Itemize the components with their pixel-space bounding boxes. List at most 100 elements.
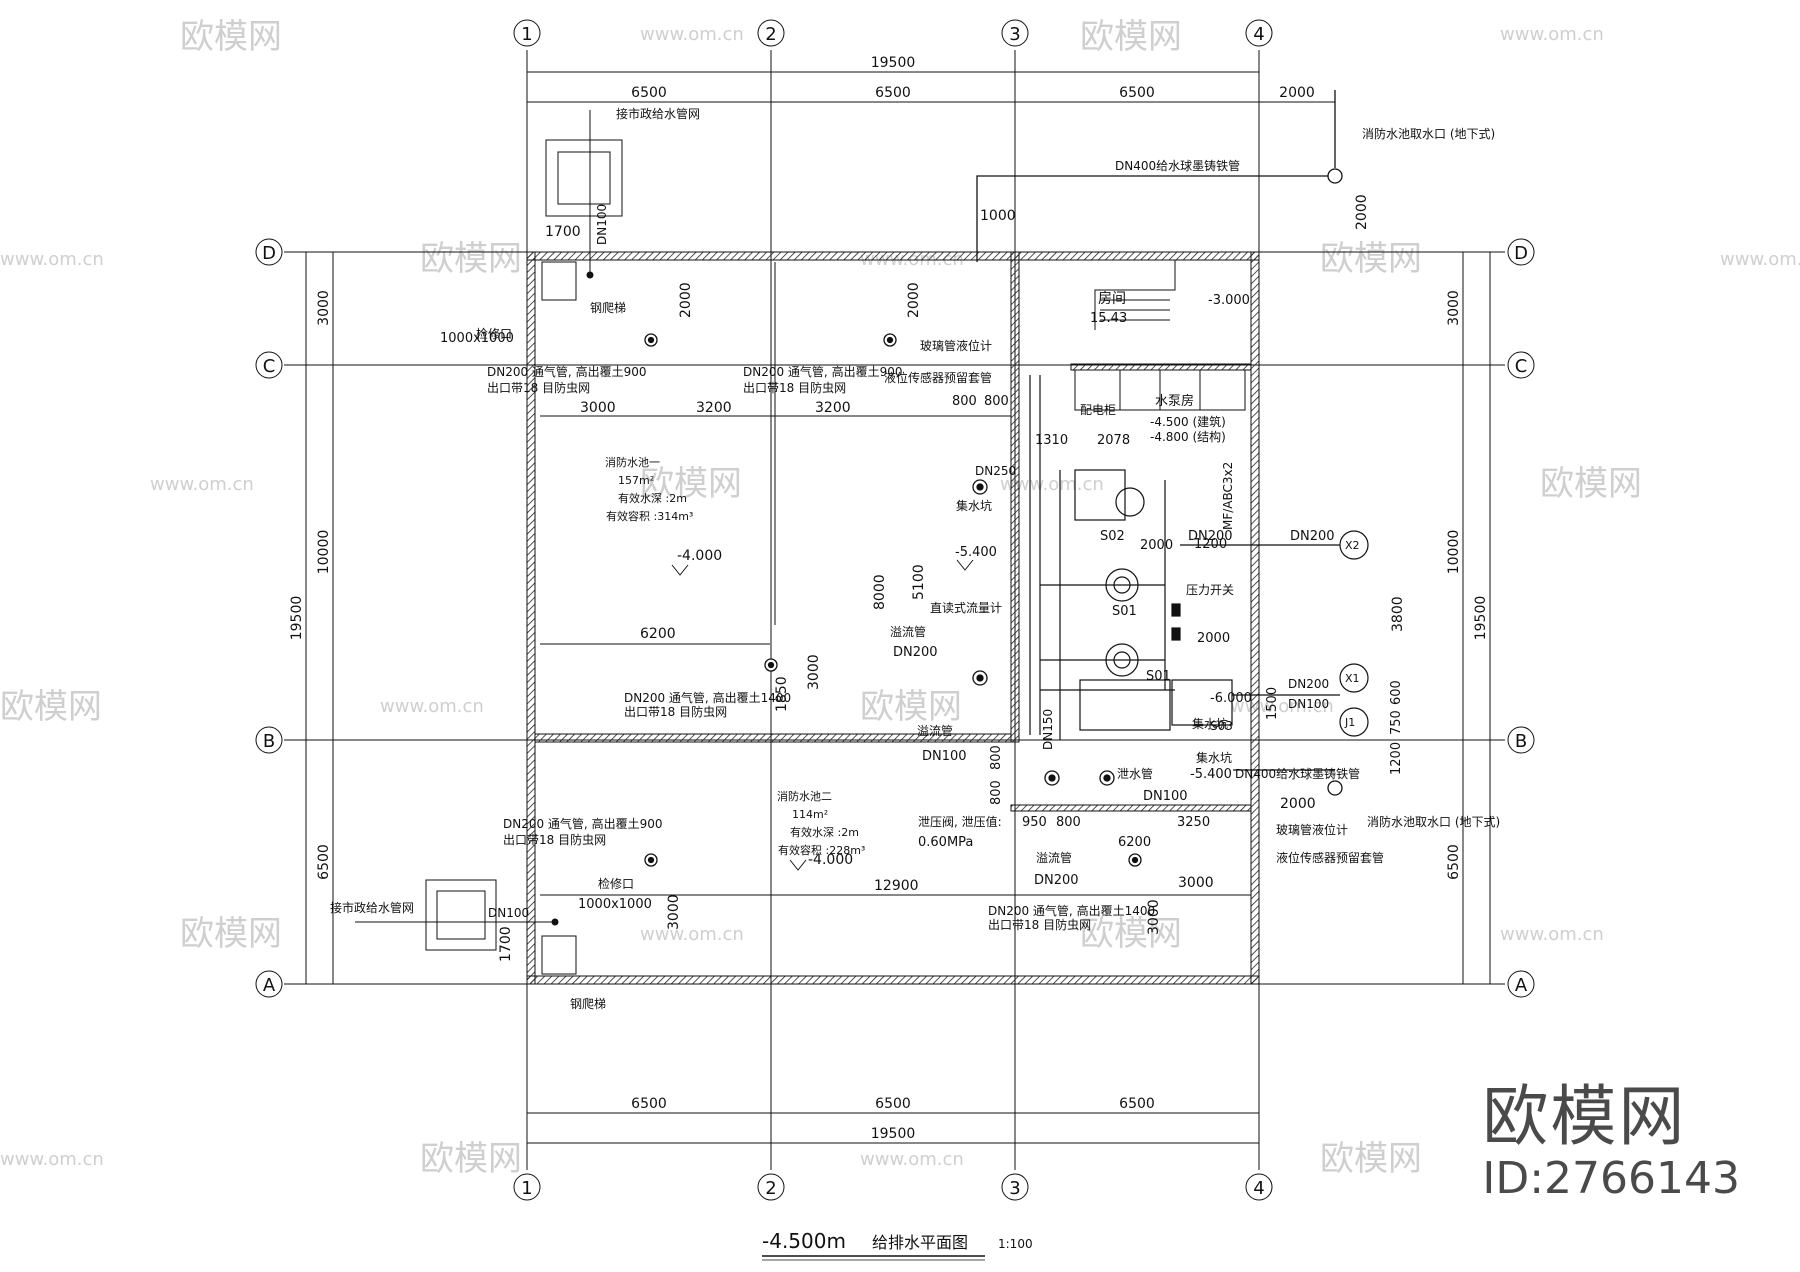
- label-j1: J1: [1344, 716, 1355, 729]
- dim-top-span-2: 6500: [875, 85, 911, 101]
- label-8000: 8000: [872, 574, 888, 610]
- label-fire-inlet-right: 消防水池取水口 (地下式): [1367, 814, 1500, 829]
- label-hatch-size: 1000x1000: [440, 331, 514, 346]
- dim-bottom-span-1: 6500: [631, 1096, 667, 1112]
- label-sensor-top: 液位传感器预留套管: [884, 370, 992, 385]
- label-dn100-drain: DN100: [1143, 789, 1188, 804]
- watermark-logo: 欧模网: [1080, 914, 1182, 954]
- watermark-url: www.om.cn: [1500, 924, 1604, 945]
- label-750-right: 750: [1389, 710, 1404, 735]
- label-6200-right: 6200: [1118, 835, 1151, 850]
- watermark-logo: 欧模网: [1320, 1139, 1422, 1179]
- label-1700-top: 1700: [545, 224, 581, 240]
- label-3000-bottom-left: 3000: [666, 894, 682, 930]
- label-dn200-left: DN200: [893, 645, 938, 660]
- label-1000: 1000: [980, 208, 1016, 224]
- label-2000-pump: 2000: [1197, 631, 1230, 646]
- dim-right-row-2: 10000: [1446, 530, 1462, 575]
- axis-col-4: 4: [1253, 24, 1264, 45]
- label-1850: 1850: [774, 676, 790, 712]
- label-tank2-depth: 有效水深 :2m: [790, 825, 859, 839]
- label-dist-box: 配电柜: [1080, 403, 1116, 417]
- label-2000-right: 2000: [1280, 796, 1316, 812]
- label-dn200-bottom: DN200: [1034, 873, 1079, 888]
- label-3200-a: 3200: [696, 400, 732, 416]
- label-room-no: 15.43: [1090, 311, 1127, 326]
- label-tank1: 消防水池一: [605, 455, 660, 469]
- label-2000-left: 2000: [678, 282, 694, 318]
- axis-row-a: A: [263, 975, 276, 996]
- axis-row-c: C: [263, 356, 276, 377]
- label-5100: 5100: [911, 564, 927, 600]
- axis-row-b-right: B: [1515, 731, 1527, 752]
- dim-bottom-span-3: 6500: [1119, 1096, 1155, 1112]
- label-1310: 1310: [1035, 433, 1068, 448]
- dim-right-row-3: 3000: [1446, 290, 1462, 326]
- dim-right-total: 19500: [1473, 596, 1489, 641]
- watermark-logo: 欧模网: [1320, 239, 1422, 279]
- watermark-logo: 欧模网: [1540, 464, 1642, 504]
- label-overflow-left: 溢流管: [890, 624, 926, 639]
- label-tank2: 消防水池二: [777, 789, 832, 803]
- label-1700-bottom: 1700: [498, 926, 514, 962]
- label-level-5400-left: -5.400: [955, 545, 997, 560]
- watermark-url: www.om.cn: [0, 1149, 104, 1170]
- label-2078: 2078: [1097, 433, 1130, 448]
- axis-row-d: D: [262, 243, 276, 264]
- label-x1: X1: [1345, 672, 1360, 685]
- axis-col-2: 2: [765, 24, 776, 45]
- access-hatches: [541, 261, 577, 975]
- label-3250: 3250: [1177, 815, 1210, 830]
- annotations: 接市政给水管网 DN100 1700 1000 DN400给水球墨铸铁管 消防水…: [330, 106, 1500, 1011]
- label-dn100-bottom: DN100: [488, 906, 529, 920]
- label-3000-bottom-right: 3000: [1146, 899, 1162, 935]
- axis-bubbles: 1 2 3 4 1 2 3 4 D C B A D C B A: [255, 19, 1535, 1201]
- title-level: -4.500m: [762, 1229, 846, 1253]
- brand-id: ID:2766143: [1482, 1153, 1740, 1204]
- label-dn100-top: DN100: [595, 204, 609, 245]
- title-scale: 1:100: [998, 1237, 1033, 1251]
- label-x2: X2: [1345, 539, 1360, 552]
- label-s01: S01: [1112, 604, 1137, 619]
- dn400-main: [976, 90, 1343, 796]
- label-dn400-right: DN400给水球墨铸铁管: [1235, 766, 1360, 781]
- label-relief: 泄压阀, 泄压值:: [918, 814, 1002, 829]
- label-vent-2: DN200 通气管, 高出覆土900: [743, 364, 902, 379]
- label-level-3000: -3.000: [1208, 293, 1250, 308]
- label-800-vert-a: 800: [989, 780, 1004, 805]
- label-dn150: DN150: [1041, 709, 1055, 750]
- label-s03: S03: [1210, 719, 1233, 733]
- label-6200-left: 6200: [640, 626, 676, 642]
- label-800-b: 800: [984, 394, 1009, 409]
- dim-left-total: 19500: [289, 596, 305, 641]
- label-3000-mid: 3000: [806, 654, 822, 690]
- axis-col-1-bottom: 1: [521, 1178, 532, 1199]
- label-vent-1400-left-sub: 出口带18 目防虫网: [624, 704, 727, 719]
- label-tank1-area: 157m²: [618, 474, 654, 487]
- watermark-url: www.om.cn: [1000, 474, 1104, 495]
- label-overflow-mid: 溢流管: [917, 723, 953, 738]
- watermark-logo: 欧模网: [640, 464, 742, 504]
- label-sensor-right: 液位传感器预留套管: [1276, 850, 1384, 865]
- watermark-logo: 欧模网: [420, 1139, 522, 1179]
- label-level-4000-top: -4.000: [677, 548, 722, 564]
- valve-chamber-bottom: [355, 879, 559, 951]
- dim-left-row-1: 6500: [316, 844, 332, 880]
- label-1200-pump: 1200: [1194, 537, 1227, 552]
- label-1500-right: 1500: [1265, 687, 1280, 720]
- label-1200-right: 1200: [1389, 742, 1404, 775]
- label-dn100-mid: DN100: [922, 749, 967, 764]
- label-hatch-bottom: 检修口: [598, 876, 634, 891]
- label-dn200-x1: DN200: [1288, 677, 1329, 691]
- label-glass-gauge-top: 玻璃管液位计: [920, 338, 992, 353]
- label-800-vert-b: 800: [989, 745, 1004, 770]
- label-market-pipe-top: 接市政给水管网: [616, 106, 700, 121]
- label-vent-1: DN200 通气管, 高出覆土900: [487, 364, 646, 379]
- label-hatch-size-bottom: 1000x1000: [578, 897, 652, 912]
- label-3800: 3800: [1390, 596, 1406, 632]
- label-3000-right: 3000: [1178, 875, 1214, 891]
- label-extinguisher: MF/ABC3x2: [1221, 462, 1235, 530]
- label-dn200-x2: DN200: [1290, 529, 1335, 544]
- watermark-layer: 欧模网 欧模网 欧模网 欧模网 欧模网 欧模网 欧模网 欧模网 欧模网 欧模网 …: [0, 17, 1800, 1179]
